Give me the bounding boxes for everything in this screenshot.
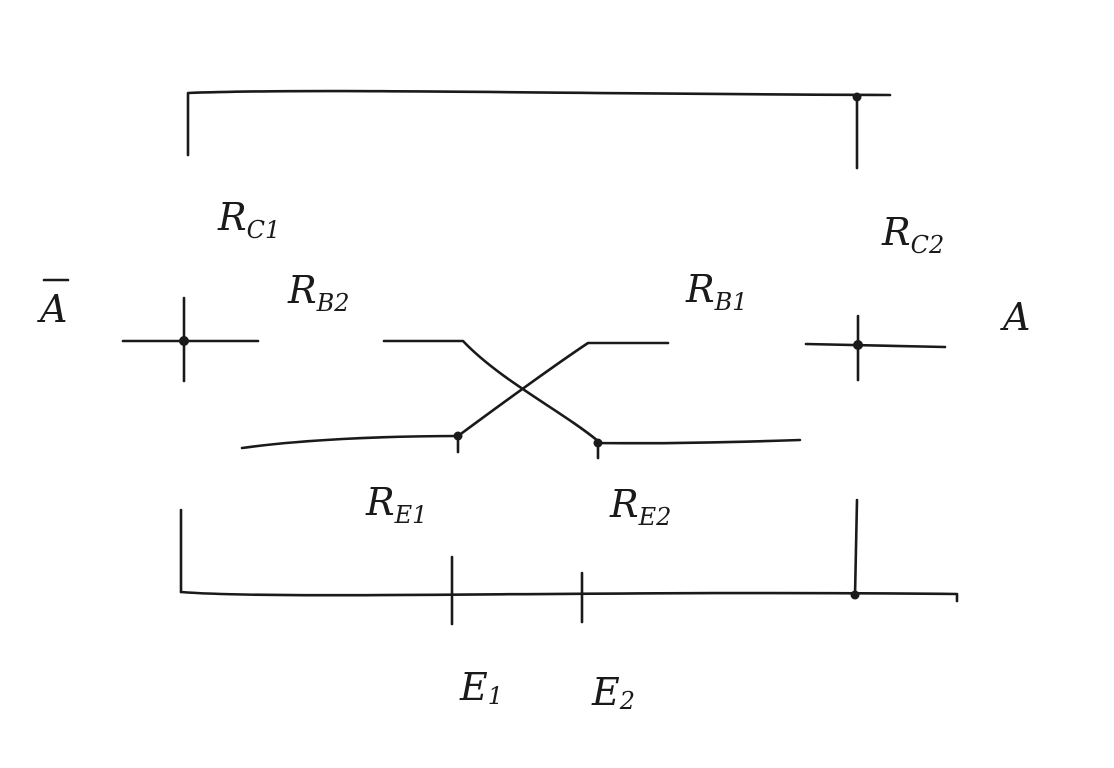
- top-right-junction: [852, 92, 862, 102]
- e1-label: E1: [459, 665, 503, 710]
- bottom-right-lead: [853, 498, 859, 598]
- left-node-junction: [179, 336, 189, 346]
- rb2-right-lead: [382, 339, 600, 443]
- right-node-junction: [853, 340, 863, 350]
- rc2-label: RC2: [881, 210, 944, 259]
- a-label: A: [1000, 295, 1030, 339]
- bottom-rail: [179, 590, 959, 603]
- rb1-left-lead: [456, 341, 670, 438]
- rb1-label: RB1: [685, 267, 748, 316]
- top-rail: [186, 89, 892, 157]
- re1-label: RE1: [365, 480, 427, 529]
- right-node-horizontal: [804, 342, 947, 349]
- a-bar-label: A: [37, 278, 70, 331]
- re1-junction: [453, 431, 463, 441]
- re2-top-lead: [596, 438, 802, 445]
- e2-label: E2: [591, 670, 635, 715]
- rc1-label: RC1: [217, 195, 280, 244]
- re2-junction: [593, 438, 603, 448]
- rb2-label: RB2: [287, 268, 350, 317]
- svg-text:A: A: [37, 287, 67, 331]
- bottom-right-junction: [850, 590, 860, 600]
- re1-top-lead: [240, 434, 460, 450]
- re2-label: RE2: [609, 482, 671, 531]
